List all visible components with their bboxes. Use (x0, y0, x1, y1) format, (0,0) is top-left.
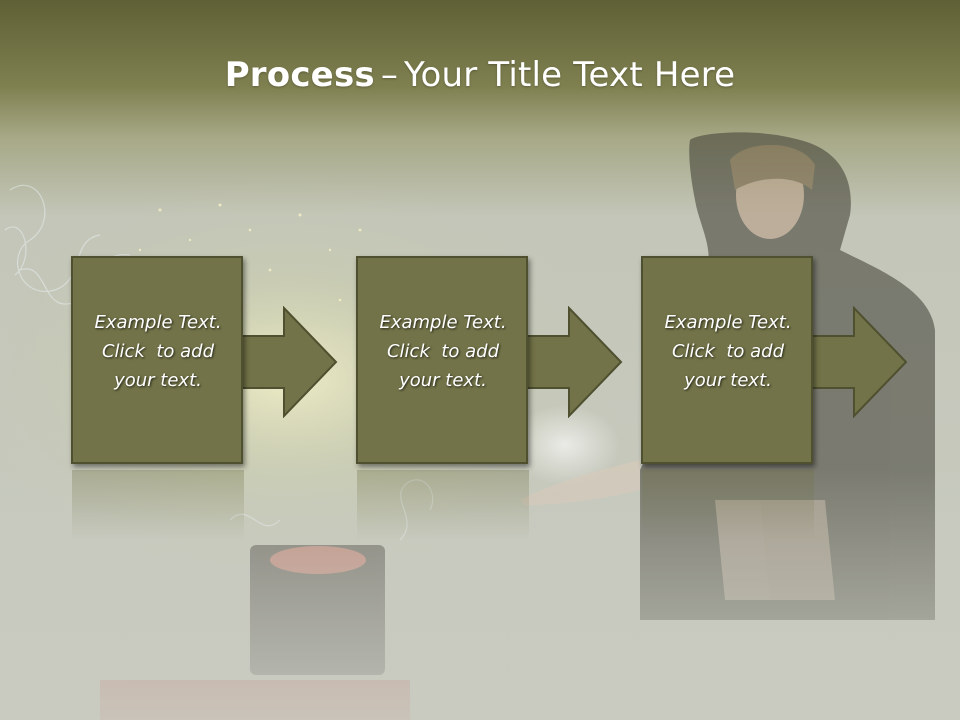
right-arrow-icon (811, 306, 908, 418)
step-reflection (357, 470, 529, 540)
step-text-line: Click to add (386, 341, 499, 362)
process-step-2[interactable]: Example Text. Click to add your text. (356, 256, 532, 466)
step-box (641, 256, 813, 464)
step-text-line: Example Text. (664, 312, 792, 333)
step-text[interactable]: Example Text. Click to add your text. (77, 308, 239, 395)
step-text-line: Example Text. (94, 312, 222, 333)
right-arrow-icon (526, 306, 623, 418)
step-box (71, 256, 243, 464)
step-text[interactable]: Example Text. Click to add your text. (362, 308, 524, 395)
title-bold-text: Process (224, 55, 375, 95)
step-text-line: your text. (114, 370, 202, 391)
step-text-line: Click to add (671, 341, 784, 362)
step-box (356, 256, 528, 464)
right-arrow-icon (241, 306, 338, 418)
process-step-1[interactable]: Example Text. Click to add your text. (71, 256, 247, 466)
title-rest-text: Your Title Text Here (404, 55, 736, 95)
title-separator: – (380, 55, 399, 95)
step-reflection (642, 470, 814, 540)
step-text-line: your text. (399, 370, 487, 391)
slide-title[interactable]: Process–Your Title Text Here (0, 52, 960, 98)
step-text[interactable]: Example Text. Click to add your text. (647, 308, 809, 395)
step-reflection (72, 470, 244, 540)
step-text-line: Click to add (101, 341, 214, 362)
process-step-3[interactable]: Example Text. Click to add your text. (641, 256, 817, 466)
step-text-line: Example Text. (379, 312, 507, 333)
step-text-line: your text. (684, 370, 772, 391)
